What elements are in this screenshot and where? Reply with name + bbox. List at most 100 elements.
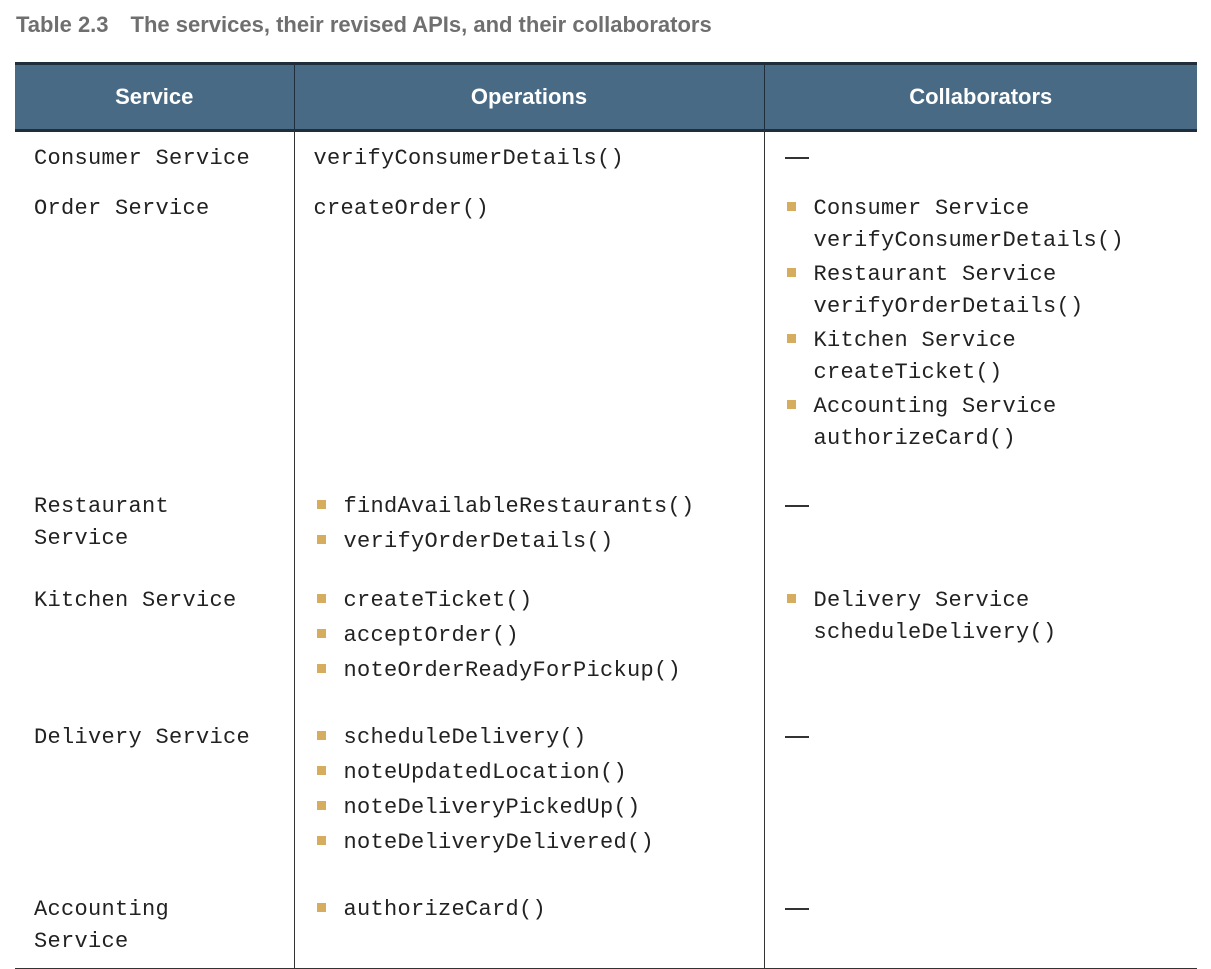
collaborator-item: Accounting Service authorizeCard() [784, 391, 1198, 455]
operations-cell: scheduleDelivery() noteUpdatedLocation()… [293, 710, 764, 878]
operations-cell: authorizeCard() [293, 878, 764, 969]
service-name: Consumer Service [34, 146, 251, 171]
collaborators-cell [763, 475, 1197, 573]
operation-item: verifyOrderDetails() [314, 526, 764, 558]
services-table: Service Operations Collaborators Consume… [15, 62, 1197, 969]
operation-name: verifyOrderDetails() [343, 529, 614, 554]
table-row: Accounting Service authorizeCard() [15, 878, 1197, 969]
none-dash [784, 736, 809, 739]
operation-item: scheduleDelivery() [314, 722, 764, 754]
operation-name: noteDeliveryPickedUp() [343, 795, 641, 820]
square-bullet-icon [316, 535, 326, 544]
service-name-line: Service [34, 526, 129, 551]
service-cell: Delivery Service [15, 710, 294, 878]
collaborator-item: Restaurant Service verifyOrderDetails() [784, 259, 1198, 323]
collaborators-cell: Consumer Service verifyConsumerDetails()… [763, 182, 1198, 475]
operation-item: noteDeliveryDelivered() [314, 827, 764, 859]
table-row: Kitchen Service createTicket() acceptOrd… [15, 573, 1197, 710]
square-bullet-icon [316, 731, 326, 740]
operation-item: findAvailableRestaurants() [314, 491, 764, 523]
header-service: Service [15, 62, 294, 132]
service-cell: Kitchen Service [15, 573, 294, 710]
square-bullet-icon [786, 400, 796, 409]
table-row: Delivery Service scheduleDelivery() note… [15, 710, 1197, 878]
service-name-line: Accounting [34, 897, 170, 922]
collaborator-service: Delivery Service [813, 588, 1030, 613]
square-bullet-icon [786, 202, 796, 211]
collaborators-cell [763, 130, 1197, 182]
square-bullet-icon [316, 594, 326, 603]
service-cell: Restaurant Service [15, 475, 294, 573]
header-row: Service Operations Collaborators [15, 62, 1197, 132]
collaborator-item: Delivery Service scheduleDelivery() [784, 585, 1198, 649]
square-bullet-icon [786, 334, 796, 343]
collaborators-cell [763, 710, 1197, 878]
operation-name: noteUpdatedLocation() [343, 760, 628, 785]
service-name-line: Service [34, 929, 129, 954]
table-row: Restaurant Service findAvailableRestaura… [15, 475, 1197, 573]
collaborator-list: Consumer Service verifyConsumerDetails()… [784, 193, 1198, 455]
header-collaborators: Collaborators [763, 62, 1197, 132]
operation-name: authorizeCard() [343, 897, 547, 922]
operations-cell: createTicket() acceptOrder() noteOrderRe… [293, 573, 764, 710]
collaborator-operation: authorizeCard() [813, 426, 1017, 451]
collaborator-list: Delivery Service scheduleDelivery() [784, 585, 1198, 649]
square-bullet-icon [786, 268, 796, 277]
operation-item: noteUpdatedLocation() [314, 757, 764, 789]
collaborator-operation: scheduleDelivery() [813, 620, 1057, 645]
square-bullet-icon [316, 629, 326, 638]
square-bullet-icon [316, 903, 326, 912]
square-bullet-icon [316, 664, 326, 673]
collaborator-operation: verifyConsumerDetails() [813, 228, 1125, 253]
operation-list: findAvailableRestaurants() verifyOrderDe… [314, 491, 764, 558]
operation-list: authorizeCard() [314, 894, 764, 926]
none-dash [784, 908, 809, 911]
collaborators-cell: Delivery Service scheduleDelivery() [763, 573, 1198, 710]
table-row: Order Service createOrder() Consumer Ser… [15, 182, 1197, 475]
operation-name: noteDeliveryDelivered() [343, 830, 655, 855]
operation-name: scheduleDelivery() [343, 725, 587, 750]
table-row: Consumer Service verifyConsumerDetails() [15, 130, 1197, 183]
square-bullet-icon [316, 766, 326, 775]
service-cell: Order Service [15, 182, 294, 475]
collaborator-operation: createTicket() [813, 360, 1003, 385]
square-bullet-icon [316, 836, 326, 845]
operation-name: noteOrderReadyForPickup() [343, 658, 682, 683]
operations-cell: verifyConsumerDetails() [293, 130, 764, 182]
operations-cell: findAvailableRestaurants() verifyOrderDe… [293, 475, 764, 573]
operation-name: findAvailableRestaurants() [343, 494, 695, 519]
collaborator-service: Kitchen Service [813, 328, 1017, 353]
collaborator-service: Consumer Service [813, 196, 1030, 221]
none-dash [784, 505, 809, 508]
table-caption-number: Table 2.3 [16, 12, 109, 37]
table-caption: Table 2.3 The services, their revised API… [16, 12, 712, 38]
square-bullet-icon [786, 594, 796, 603]
operation-item: acceptOrder() [314, 620, 764, 652]
service-name: Delivery Service [34, 725, 251, 750]
operation-name: verifyConsumerDetails() [313, 146, 625, 171]
collaborator-service: Restaurant Service [813, 262, 1057, 287]
service-name: Kitchen Service [34, 588, 237, 613]
service-cell: Consumer Service [15, 131, 294, 183]
collaborator-operation: verifyOrderDetails() [813, 294, 1084, 319]
operation-item: createTicket() [314, 585, 764, 617]
collaborator-service: Accounting Service [813, 394, 1057, 419]
header-operations: Operations [293, 62, 764, 132]
service-cell: Accounting Service [15, 878, 294, 969]
square-bullet-icon [316, 500, 326, 509]
table-caption-title: The services, their revised APIs, and th… [130, 12, 712, 37]
service-name: Order Service [34, 196, 210, 221]
operation-name: createTicket() [343, 588, 533, 613]
service-name-line: Restaurant [34, 494, 170, 519]
square-bullet-icon [316, 801, 326, 810]
operation-list: scheduleDelivery() noteUpdatedLocation()… [314, 722, 764, 859]
collaborator-item: Kitchen Service createTicket() [784, 325, 1198, 389]
operation-list: createTicket() acceptOrder() noteOrderRe… [314, 585, 764, 687]
operation-item: noteOrderReadyForPickup() [314, 655, 764, 687]
operation-name: createOrder() [313, 196, 490, 221]
operation-item: authorizeCard() [314, 894, 764, 926]
collaborator-item: Consumer Service verifyConsumerDetails() [784, 193, 1198, 257]
operation-item: noteDeliveryPickedUp() [314, 792, 764, 824]
operation-name: acceptOrder() [343, 623, 520, 648]
operations-cell: createOrder() [293, 182, 764, 475]
